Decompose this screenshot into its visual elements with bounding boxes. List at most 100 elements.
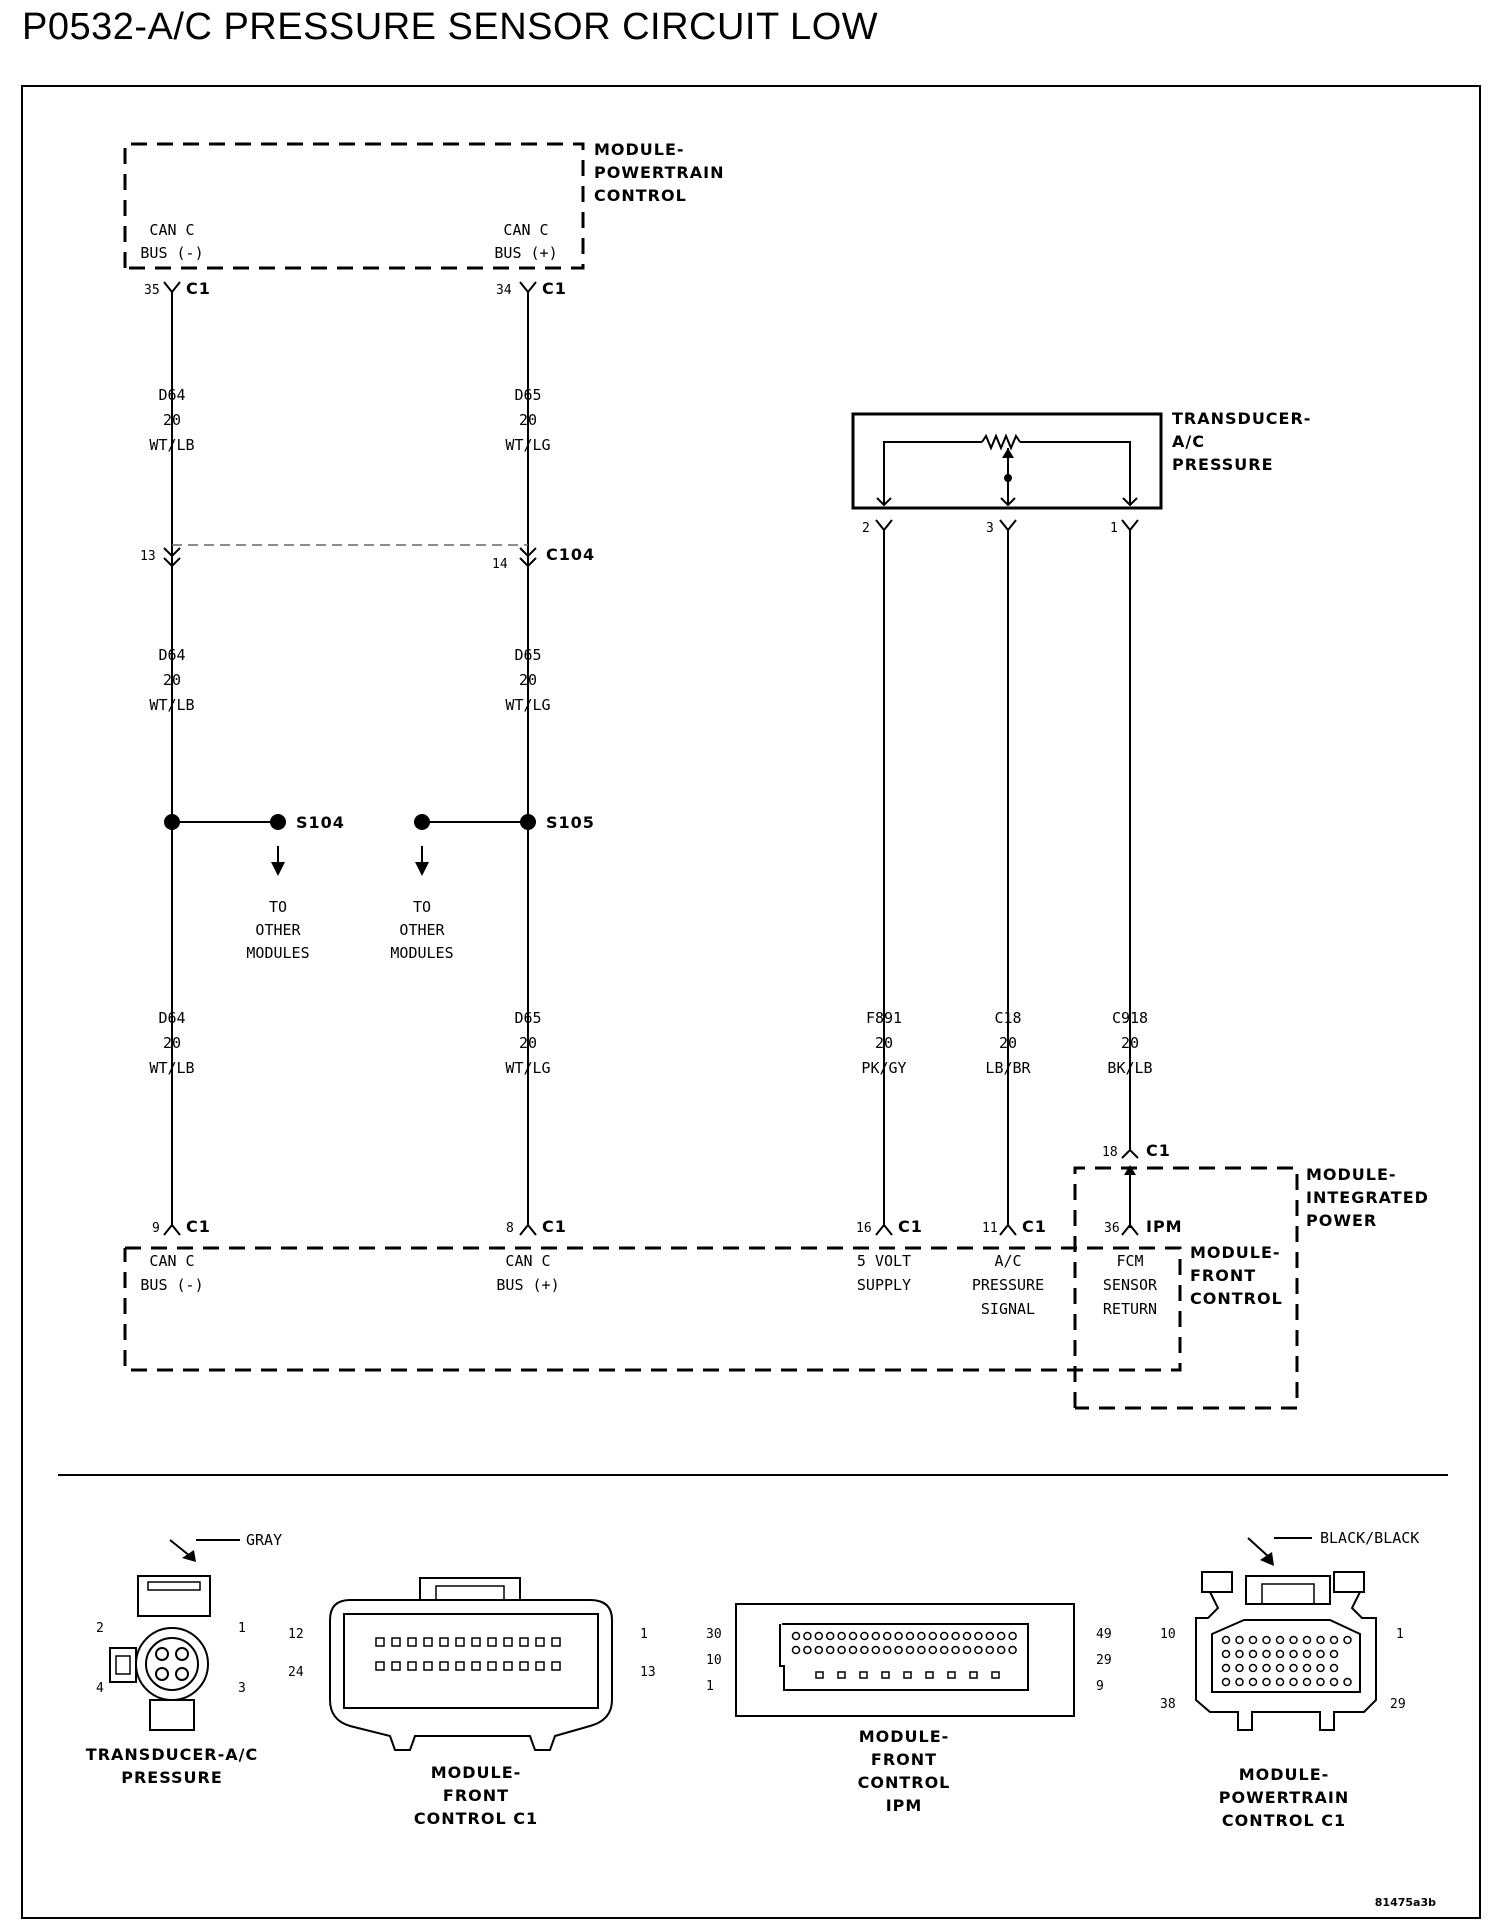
cavity bbox=[969, 1671, 978, 1679]
svg-text:BLACK/BLACK: BLACK/BLACK bbox=[1320, 1529, 1419, 1547]
cavity bbox=[1302, 1677, 1312, 1687]
svg-text:PRESSURE: PRESSURE bbox=[972, 1276, 1044, 1294]
svg-text:CONTROL C1: CONTROL C1 bbox=[1222, 1811, 1346, 1830]
wire-label-d64-bottom: D64 20 WT/LB bbox=[149, 1009, 194, 1077]
cavity bbox=[996, 1631, 1006, 1641]
cavity bbox=[1275, 1663, 1285, 1673]
svg-text:POWERTRAIN: POWERTRAIN bbox=[1219, 1788, 1349, 1807]
cavity bbox=[1289, 1649, 1298, 1659]
cavity bbox=[1248, 1635, 1258, 1645]
pcm-pin-34: 34 bbox=[496, 283, 512, 298]
wire-label-c18: C18 20 LB/BR bbox=[985, 1009, 1031, 1077]
cavity bbox=[423, 1637, 433, 1647]
svg-text:MODULE-: MODULE- bbox=[431, 1763, 522, 1782]
cavity bbox=[487, 1661, 497, 1671]
cavity bbox=[917, 1631, 926, 1641]
cavity bbox=[871, 1631, 881, 1641]
cavity bbox=[1262, 1663, 1271, 1673]
cavity bbox=[974, 1631, 983, 1641]
fcm-module: MODULE- FRONT CONTROL bbox=[123, 1243, 1282, 1372]
svg-text:WT/LB: WT/LB bbox=[149, 1059, 194, 1077]
cavity bbox=[882, 1645, 892, 1655]
fcm-pin-36: 36 IPM FCM SENSOR RETURN bbox=[1103, 1217, 1183, 1318]
cavity bbox=[815, 1671, 824, 1679]
c104-connector: 13 14 C104 bbox=[140, 544, 594, 572]
cavity bbox=[1329, 1663, 1339, 1673]
cavity bbox=[928, 1645, 938, 1655]
svg-text:TO: TO bbox=[269, 898, 287, 916]
svg-text:5 VOLT: 5 VOLT bbox=[857, 1252, 911, 1270]
svg-text:20: 20 bbox=[519, 1034, 537, 1052]
pcm-c1-left: C1 bbox=[186, 279, 211, 298]
svg-text:2: 2 bbox=[96, 1621, 104, 1636]
svg-text:20: 20 bbox=[163, 411, 181, 429]
svg-text:RETURN: RETURN bbox=[1103, 1300, 1157, 1318]
svg-text:C1: C1 bbox=[542, 1217, 567, 1236]
cavity bbox=[1316, 1663, 1325, 1673]
svg-text:IPM: IPM bbox=[1146, 1217, 1183, 1236]
cavity bbox=[962, 1631, 972, 1641]
svg-text:FRONT: FRONT bbox=[871, 1750, 937, 1769]
svg-text:49: 49 bbox=[1096, 1627, 1112, 1642]
cavity bbox=[951, 1645, 960, 1655]
wire-label-f891: F891 20 PK/GY bbox=[861, 1009, 906, 1077]
svg-text:20: 20 bbox=[519, 411, 537, 429]
svg-text:18: 18 bbox=[1102, 1145, 1118, 1160]
svg-text:MODULE-: MODULE- bbox=[1190, 1243, 1281, 1262]
c104-pin-13: 13 bbox=[140, 549, 156, 564]
cavity bbox=[407, 1637, 417, 1647]
cavity bbox=[1275, 1635, 1285, 1645]
cavity bbox=[882, 1631, 892, 1641]
transducer-label-1: TRANSDUCER- bbox=[1172, 409, 1311, 428]
cavity bbox=[791, 1645, 801, 1655]
svg-text:SUPPLY: SUPPLY bbox=[857, 1276, 911, 1294]
cavity bbox=[1248, 1677, 1258, 1687]
connector-view-transducer: GRAY 2 1 4 3 TRANSDUCER-A/C PRESSURE bbox=[86, 1531, 282, 1787]
svg-text:CAN C: CAN C bbox=[505, 1252, 550, 1270]
svg-text:C1: C1 bbox=[1146, 1141, 1171, 1160]
svg-text:MODULE-: MODULE- bbox=[859, 1727, 950, 1746]
cavity bbox=[951, 1631, 960, 1641]
pcm-can-plus-1: CAN C bbox=[503, 221, 548, 239]
svg-text:C18: C18 bbox=[994, 1009, 1021, 1027]
fcm-pin-9: 9 C1 CAN C BUS (-) bbox=[140, 1217, 209, 1294]
svg-text:D64: D64 bbox=[158, 646, 185, 664]
cavity bbox=[985, 1645, 995, 1655]
fcm-pin-11: 11 C1 A/C PRESSURE SIGNAL bbox=[972, 1217, 1046, 1318]
pcm-label-1: MODULE- bbox=[594, 140, 685, 159]
cavity bbox=[985, 1631, 995, 1641]
cavity bbox=[487, 1637, 497, 1647]
cavity bbox=[1275, 1677, 1285, 1687]
cavity bbox=[503, 1637, 513, 1647]
svg-text:PRESSURE: PRESSURE bbox=[121, 1768, 223, 1787]
cavity bbox=[423, 1661, 433, 1671]
svg-text:CONTROL: CONTROL bbox=[858, 1773, 951, 1792]
fcm-pin-8: 8 C1 CAN C BUS (+) bbox=[496, 1217, 567, 1294]
cavity bbox=[905, 1631, 915, 1641]
cavity bbox=[837, 1631, 846, 1641]
cavity bbox=[375, 1637, 385, 1647]
cavity bbox=[519, 1661, 529, 1671]
svg-text:D65: D65 bbox=[514, 646, 541, 664]
cavity bbox=[825, 1645, 835, 1655]
cavity bbox=[439, 1661, 449, 1671]
svg-text:TRANSDUCER-A/C: TRANSDUCER-A/C bbox=[86, 1745, 258, 1764]
pcm-can-minus-1: CAN C bbox=[149, 221, 194, 239]
connector-view-pcm-c1: BLACK/BLACK 10 1 38 29 MODULE- POWERTRAI… bbox=[1160, 1529, 1419, 1830]
cavity bbox=[551, 1661, 561, 1671]
cavity bbox=[917, 1645, 926, 1655]
cavity bbox=[925, 1671, 934, 1679]
cavity bbox=[1262, 1635, 1271, 1645]
pcm-c1-right: C1 bbox=[542, 279, 567, 298]
cavity bbox=[848, 1631, 858, 1641]
svg-text:OTHER: OTHER bbox=[399, 921, 445, 939]
cavity bbox=[375, 1661, 385, 1671]
svg-text:MODULE-: MODULE- bbox=[1306, 1165, 1397, 1184]
pcm-pin-35: 35 bbox=[144, 283, 160, 298]
c104-pin-14: 14 bbox=[492, 557, 508, 572]
connector-view-fcm-c1: 12 1 24 13 MODULE- FRONT CONTROL C1 bbox=[288, 1577, 656, 1828]
cavity bbox=[939, 1631, 949, 1641]
cavity bbox=[962, 1645, 972, 1655]
svg-text:PK/GY: PK/GY bbox=[861, 1059, 906, 1077]
cavity bbox=[391, 1661, 401, 1671]
